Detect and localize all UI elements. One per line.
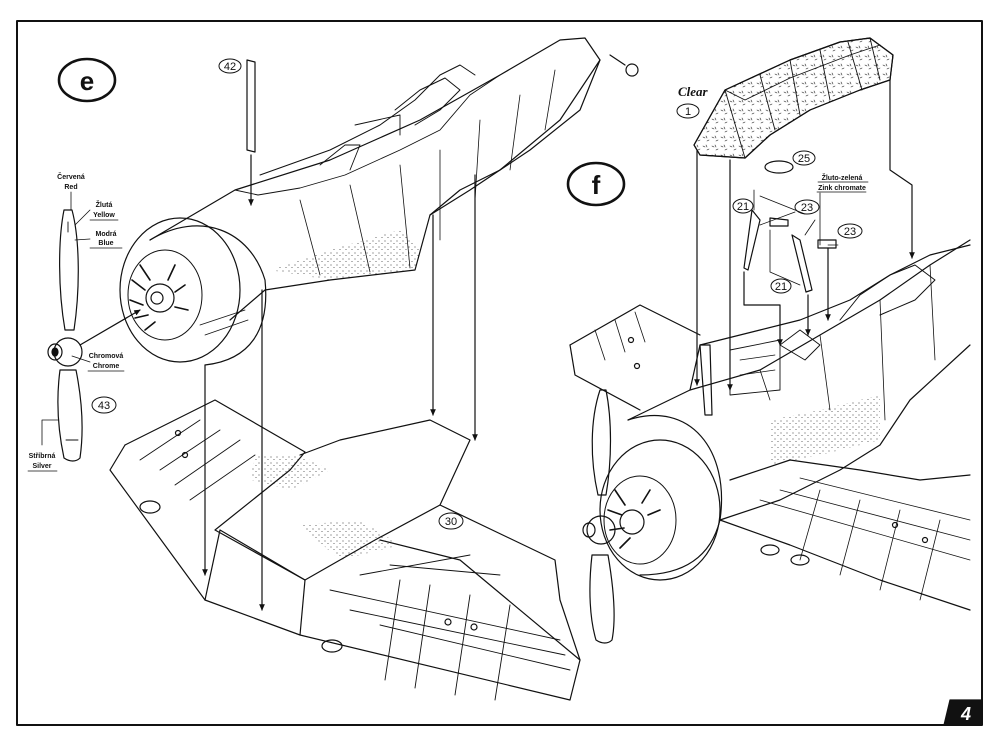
engine-cowling-step-f [582,389,722,644]
parts-21-23: 21 23 23 21 [732,189,863,294]
part-21a-number: 21 [737,201,749,213]
part-25-piece: 25 [764,150,816,174]
part-25-callout [792,150,816,166]
callout-blue-en: Blue [98,240,113,247]
step-e-label: e [80,66,94,96]
part-21b-callout [770,278,792,294]
part-21b-number: 21 [775,281,787,293]
page-number-badge: 4 [943,699,983,726]
part-42-callout [218,58,242,74]
fuselage-step-e [149,37,639,321]
engine-cowling-step-e [119,217,267,366]
callout-silver-cz: Stříbrná [29,453,56,460]
propeller-step-e [47,209,141,462]
part-1-number: 1 [685,106,691,118]
part-23a-callout [794,199,820,215]
callout-zinc-cz: Žluto-zelená [822,173,863,182]
step-e-group: e [27,37,639,701]
part-30-number: 30 [445,516,457,528]
callout-red-cz: Červená [57,172,85,181]
fuselage-step-f [627,239,971,521]
part-42-number: 42 [224,61,236,73]
part-1-canopy: 1 [676,37,894,159]
step-f-label: f [592,170,601,200]
callout-red-en: Red [64,184,77,191]
callout-blue-cz: Modrá [96,231,117,238]
part-1-callout [676,103,700,119]
clear-note: Clear [678,84,709,99]
part-43-number: 43 [98,400,110,412]
part-23a-number: 23 [801,202,813,214]
wings-step-f [569,304,971,611]
part-43-callout [91,396,117,414]
callout-yellow-en: Yellow [93,212,115,219]
guide-line-10 [889,79,915,259]
color-callouts: Červená Red Žlutá Yellow Modrá Blue Chro… [29,172,124,470]
part-21a-callout [732,198,754,214]
part-42-antenna: 42 [218,58,256,206]
callout-silver-en: Silver [32,463,51,470]
part-25-number: 25 [798,153,810,165]
step-f-group: f Clear 1 25 Žluto-zelená Zink chromate [566,37,971,644]
part-30-callout [438,512,464,530]
step-f-badge: f [566,161,626,207]
callout-yellow-cz: Žlutá [96,200,113,209]
part-23b-number: 23 [844,226,856,238]
callout-zinc-en: Zink chromate [818,185,866,192]
step-e-badge: e [57,57,117,103]
callout-chrome-cz: Chromová [89,353,124,360]
callout-chrome-en: Chrome [93,363,120,370]
page-frame [16,20,983,726]
wing-left-panel [109,399,581,701]
page-number: 4 [960,704,971,724]
color-callout-leaders [27,191,125,472]
part-23b-callout [837,223,863,239]
zinc-leader [816,181,869,193]
